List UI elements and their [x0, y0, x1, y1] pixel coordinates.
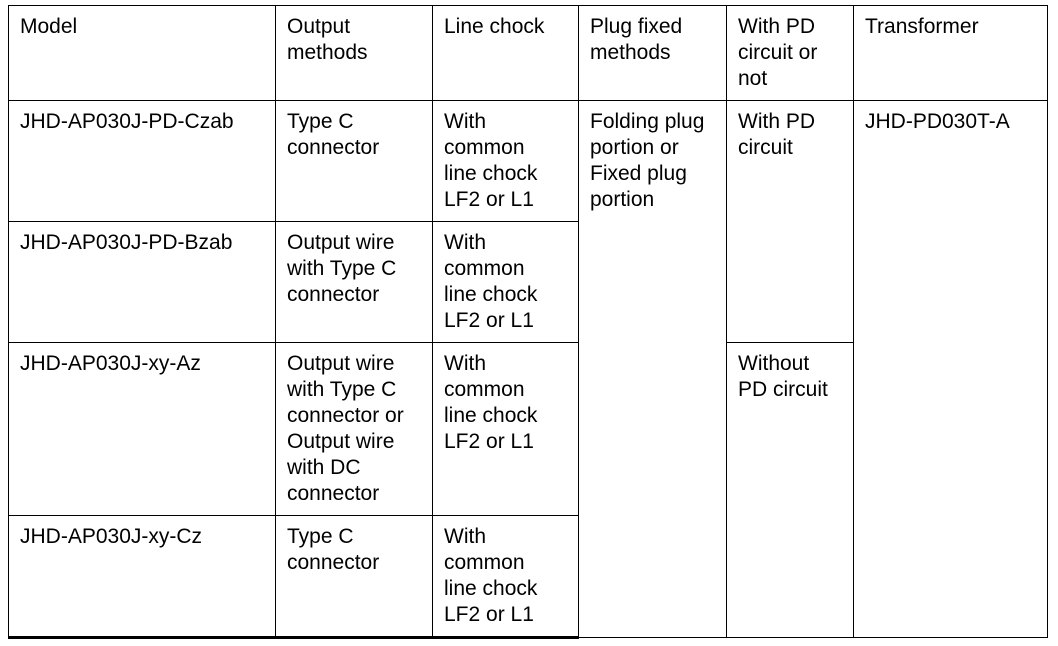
cell-output-methods: Type C connector [275, 100, 433, 222]
cell-model: JHD-AP030J-PD-Czab [8, 100, 276, 222]
cell-pd-circuit-merged-without: Without PD circuit [726, 342, 854, 638]
cell-plug-fixed-methods-merged: Folding plug portion or Fixed plug porti… [578, 100, 727, 638]
cell-model-value: JHD-AP030J-PD-Bzab [20, 231, 233, 254]
cell-pd-circuit-value-with: With PD circuit [738, 110, 816, 159]
cell-line-chock: With common line chock LF2 or L1 [432, 100, 579, 222]
cell-model: JHD-AP030J-xy-Cz [8, 515, 276, 639]
column-header-model-label: Model [20, 15, 78, 38]
table-row: JHD-AP030J-PD-Czab Type C connector With… [8, 100, 1048, 638]
column-header-plug-fixed-methods: Plug fixed methods [578, 5, 727, 101]
table-row: JHD-AP030J-xy-Az Output wire with Type C… [8, 342, 1048, 638]
cell-model: JHD-AP030J-xy-Az [8, 342, 276, 516]
cell-pd-circuit-value-without: Without PD circuit [738, 352, 828, 401]
cell-line-chock-value: With common line chock LF2 or L1 [444, 352, 538, 453]
cell-line-chock-value: With common line chock LF2 or L1 [444, 110, 538, 211]
column-header-model: Model [8, 5, 276, 101]
column-header-pd-circuit: With PD circuit or not [726, 5, 854, 101]
column-header-transformer-label: Transformer [865, 15, 979, 38]
cell-line-chock: With common line chock LF2 or L1 [432, 515, 579, 639]
product-model-specification-table: Model Output methods Line chock Plug fix… [8, 5, 1048, 639]
cell-output-methods-value: Type C connector [287, 525, 380, 574]
cell-model-value: JHD-AP030J-PD-Czab [20, 110, 234, 133]
cell-output-methods-value: Output wire with Type C connector or Out… [287, 352, 404, 505]
cell-output-methods: Output wire with Type C connector [275, 221, 433, 343]
table-row: JHD-AP030J-PD-Bzab Output wire with Type… [8, 221, 1048, 343]
cell-line-chock: With common line chock LF2 or L1 [432, 342, 579, 516]
cell-pd-circuit-merged-with: With PD circuit [726, 100, 854, 343]
column-header-output-methods-label: Output methods [287, 15, 368, 64]
cell-model-value: JHD-AP030J-xy-Cz [20, 525, 203, 548]
column-header-transformer: Transformer [853, 5, 1048, 101]
cell-line-chock: With common line chock LF2 or L1 [432, 221, 579, 343]
cell-line-chock-value: With common line chock LF2 or L1 [444, 525, 538, 626]
cell-plug-fixed-methods-value: Folding plug portion or Fixed plug porti… [590, 110, 705, 211]
cell-model-value: JHD-AP030J-xy-Az [20, 352, 201, 375]
table-header-row: Model Output methods Line chock Plug fix… [8, 5, 1048, 101]
cell-output-methods: Output wire with Type C connector or Out… [275, 342, 433, 516]
cell-output-methods: Type C connector [275, 515, 433, 639]
cell-output-methods-value: Output wire with Type C connector [287, 231, 397, 306]
column-header-pd-circuit-label: With PD circuit or not [738, 15, 818, 90]
cell-transformer-merged: JHD-PD030T-A [853, 100, 1048, 638]
column-header-line-chock-label: Line chock [444, 15, 545, 38]
cell-output-methods-value: Type C connector [287, 110, 380, 159]
column-header-line-chock: Line chock [432, 5, 579, 101]
column-header-output-methods: Output methods [275, 5, 433, 101]
table-row: JHD-AP030J-xy-Cz Type C connector With c… [8, 515, 1048, 639]
cell-line-chock-value: With common line chock LF2 or L1 [444, 231, 538, 332]
cell-transformer-value: JHD-PD030T-A [865, 110, 1010, 133]
column-header-plug-fixed-methods-label: Plug fixed methods [590, 15, 683, 64]
cell-model: JHD-AP030J-PD-Bzab [8, 221, 276, 343]
